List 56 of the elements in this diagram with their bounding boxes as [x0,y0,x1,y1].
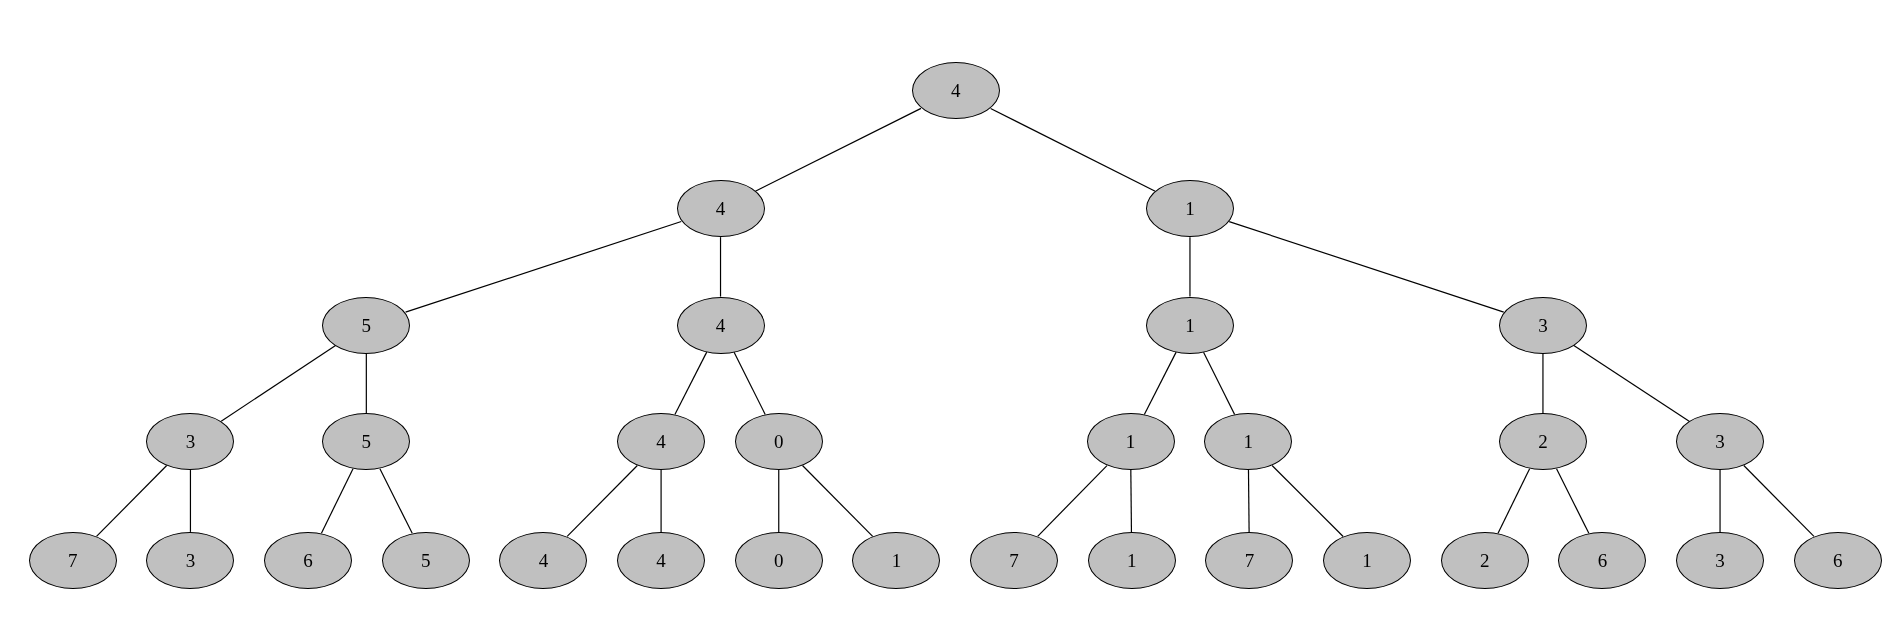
tree-edge [1271,464,1344,538]
tree-edge [365,353,367,414]
node-value: 2 [1538,432,1548,452]
node-value: 6 [303,550,313,570]
node-value: 7 [1009,550,1019,570]
node-value: 7 [68,550,78,570]
tree-edge [1189,236,1191,298]
tree-edge [566,464,638,537]
node-value: 1 [1243,432,1253,452]
tree-edge [1247,469,1250,533]
tree-edge [1130,469,1133,533]
tree-edge [801,464,874,537]
tree-edge [660,469,662,533]
node-value: 5 [361,315,372,335]
tree-edge [1228,220,1505,313]
node-value: 1 [1362,550,1372,570]
node-value: 4 [715,315,726,335]
tree-edge [754,107,922,192]
tree-edge [189,469,192,533]
node-value: 4 [715,199,726,219]
node-value: 1 [891,550,902,570]
tree-edge [320,468,354,534]
tree-edge [220,344,337,422]
node-value: 5 [361,432,372,452]
node-value: 1 [1125,432,1136,452]
tree-edge [1497,468,1531,534]
tree-edge [379,468,413,534]
tree-edge [1743,464,1815,537]
tree-edge [1555,468,1590,534]
tree-edge [1542,353,1544,414]
node-value: 3 [1538,315,1548,335]
tree-edge [1037,465,1108,537]
node-value: 1 [1185,315,1195,335]
node-value: 0 [774,432,784,452]
tree-edge [1573,344,1690,422]
tree-edge [1719,469,1721,533]
tree-edge [778,469,780,533]
tree-edge [404,220,682,313]
node-value: 3 [1715,550,1725,570]
node-value: 2 [1479,550,1490,570]
node-value: 5 [421,550,431,570]
node-value: 1 [1185,199,1195,219]
node-value: 3 [185,550,196,570]
node-value: 3 [1715,432,1725,452]
node-value: 1 [1127,550,1137,570]
node-value: 4 [656,550,666,570]
node-value: 4 [951,81,961,101]
node-value: 4 [538,550,549,570]
node-value: 6 [1597,550,1608,570]
node-value: 6 [1832,550,1843,570]
node-value: 4 [656,432,666,452]
node-value: 3 [185,432,196,452]
node-value: 7 [1244,550,1255,570]
tree-edge [719,236,722,298]
tree-edge [95,464,168,537]
node-value: 0 [774,550,784,570]
